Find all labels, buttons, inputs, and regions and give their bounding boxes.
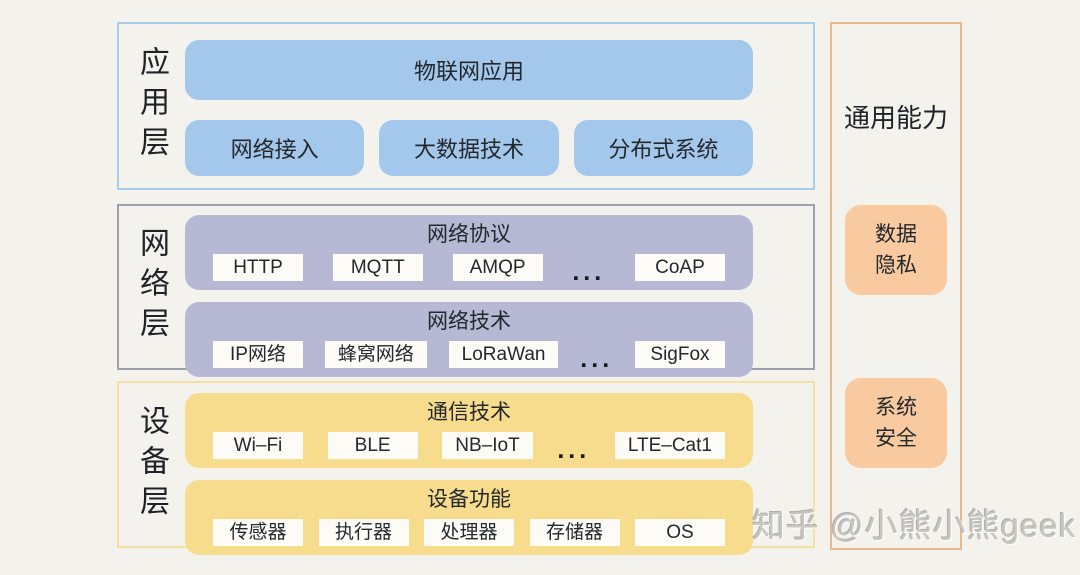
chip-os: OS [635,519,725,546]
side-panel-common-capabilities: 通用能力 数据 隐私 系统 安全 [830,22,962,550]
group-device-functions: 设备功能 传感器 执行器 处理器 存储器 OS [185,480,753,555]
chip-ble: BLE [327,432,418,459]
chip-row: Wi–Fi BLE NB–IoT ... LTE–Cat1 [213,432,725,464]
box-network-access: 网络接入 [185,120,365,176]
layer-section-application: 应用层 物联网应用 网络接入 大数据技术 分布式系统 [117,22,815,190]
layer-section-network: 网络层 网络协议 HTTP MQTT AMQP ... CoAP 网络技术 IP… [117,204,815,377]
box-iot-application: 物联网应用 [185,40,753,100]
application-layer-content: 物联网应用 网络接入 大数据技术 分布式系统 [183,24,813,188]
network-layer-content: 网络协议 HTTP MQTT AMQP ... CoAP 网络技术 IP网络 蜂… [183,206,813,377]
chip-ip-network: IP网络 [213,341,303,368]
chip-lte-cat1: LTE–Cat1 [614,432,725,459]
chip-http: HTTP [213,254,303,281]
box-data-privacy: 数据 隐私 [845,205,947,295]
chip-cellular-network: 蜂窝网络 [324,341,427,368]
group-network-protocols: 网络协议 HTTP MQTT AMQP ... CoAP [185,215,753,290]
device-layer-label: 设备层 [135,404,168,525]
group-title: 通信技术 [427,401,511,424]
chip-amqp: AMQP [452,254,543,281]
group-communication-technologies: 通信技术 Wi–Fi BLE NB–IoT ... LTE–Cat1 [185,393,753,468]
chip-lorawan: LoRaWan [448,341,559,368]
group-network-technologies: 网络技术 IP网络 蜂窝网络 LoRaWan ... SigFox [185,302,753,377]
network-layer-label: 网络层 [135,227,168,347]
device-layer-content: 通信技术 Wi–Fi BLE NB–IoT ... LTE–Cat1 设备功能 … [183,383,813,555]
chip-storage: 存储器 [529,519,620,546]
layer-label-gutter: 设备层 [119,383,183,546]
ellipsis-dots: ... [572,257,606,286]
zhihu-watermark: 知乎 @小熊小熊geek [752,507,1077,544]
layer-label-gutter: 网络层 [119,206,183,368]
group-title: 网络协议 [427,223,511,246]
chip-sensor: 传感器 [213,519,303,546]
application-layer-label: 应用层 [135,46,168,166]
chip-coap: CoAP [634,254,725,281]
box-big-data-tech: 大数据技术 [379,120,559,176]
box-system-security: 系统 安全 [845,378,947,468]
chip-nb-iot: NB–IoT [442,432,533,459]
side-panel-title: 通用能力 [843,103,948,133]
chip-sigfox: SigFox [634,341,725,368]
ellipsis-dots: ... [580,344,614,373]
chip-row: HTTP MQTT AMQP ... CoAP [213,254,725,286]
ellipsis-dots: ... [557,435,591,464]
chip-processor: 处理器 [424,519,514,546]
group-title: 设备功能 [427,488,511,511]
layer-label-gutter: 应用层 [119,24,183,188]
application-box-row: 网络接入 大数据技术 分布式系统 [185,120,753,176]
chip-mqtt: MQTT [332,254,423,281]
chip-row: IP网络 蜂窝网络 LoRaWan ... SigFox [213,341,725,373]
layer-section-device: 设备层 通信技术 Wi–Fi BLE NB–IoT ... LTE–Cat1 设… [117,381,815,555]
box-distributed-system: 分布式系统 [573,120,753,176]
chip-wifi: Wi–Fi [213,432,303,459]
group-title: 网络技术 [427,310,511,333]
chip-row: 传感器 执行器 处理器 存储器 OS [213,519,725,546]
chip-actuator: 执行器 [318,519,409,546]
